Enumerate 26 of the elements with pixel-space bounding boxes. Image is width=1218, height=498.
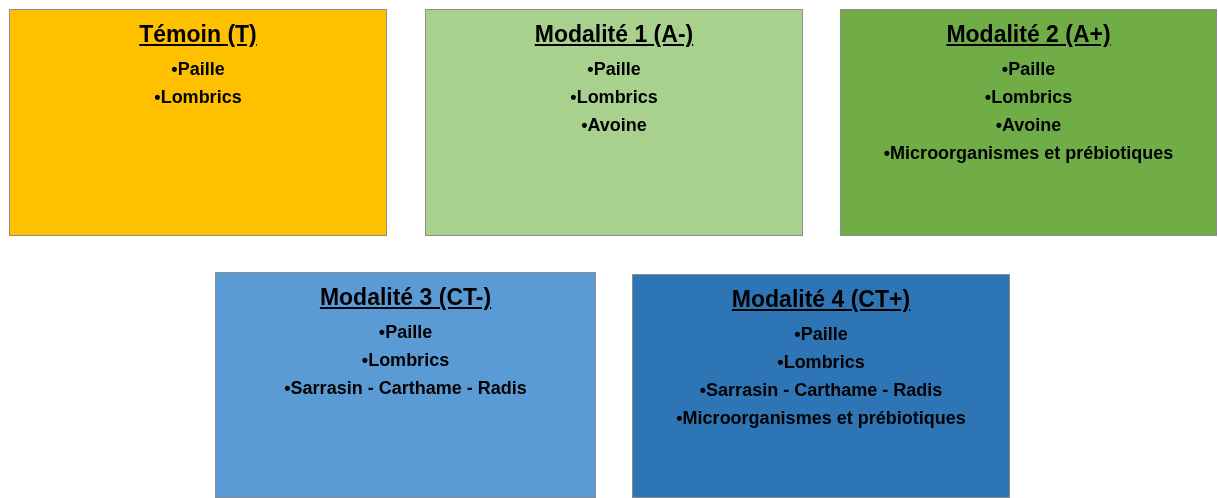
bullet-item: •Microorganismes et prébiotiques [883, 142, 1174, 164]
box-title: Modalité 3 (CT-) [319, 283, 492, 311]
box-title: Témoin (T) [139, 20, 257, 48]
bullet-item: •Sarrasin - Carthame - Radis [284, 377, 527, 399]
bullet-item: •Paille [794, 323, 848, 345]
bullet-item: •Paille [1001, 58, 1056, 80]
bullet-item: •Avoine [581, 114, 647, 136]
box-title: Modalité 4 (CT+) [731, 285, 911, 313]
bullet-item: •Sarrasin - Carthame - Radis [699, 379, 943, 401]
treatment-box [215, 272, 596, 498]
bullet-item: •Paille [587, 58, 641, 80]
box-title: Modalité 2 (A+) [946, 20, 1111, 48]
bullet-item: •Avoine [995, 114, 1062, 136]
bullet-item: •Lombrics [777, 351, 865, 373]
bullet-item: •Lombrics [361, 349, 450, 371]
bullet-item: •Paille [171, 58, 225, 80]
bullet-item: •Microorganismes et prébiotiques [676, 407, 966, 429]
bullet-item: •Lombrics [154, 86, 242, 108]
treatment-box [425, 9, 803, 236]
treatment-box [9, 9, 387, 236]
box-title: Modalité 1 (A-) [534, 20, 694, 48]
bullet-item: •Paille [378, 321, 433, 343]
treatment-box [632, 274, 1010, 498]
bullet-item: •Lombrics [984, 86, 1073, 108]
bullet-item: •Lombrics [570, 86, 658, 108]
treatment-box [840, 9, 1217, 236]
